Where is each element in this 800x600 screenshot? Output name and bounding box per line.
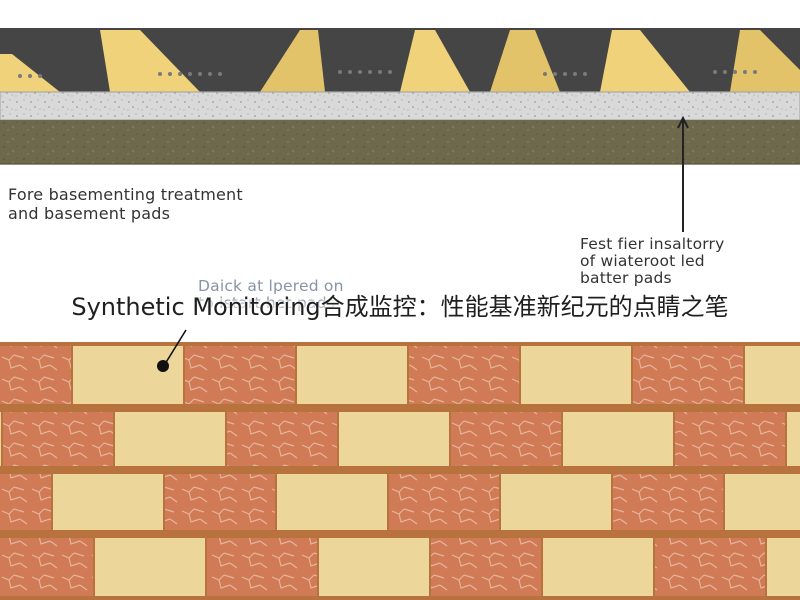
brick-crack-texture: [431, 538, 541, 596]
roof-fold: [490, 30, 560, 92]
brick-cream: [767, 538, 800, 596]
soil-layer: [0, 120, 800, 164]
brick-crack-texture: [165, 474, 275, 530]
label-basement-treatment: Fore basementing treatment and basement …: [8, 185, 243, 223]
roof-fold: [100, 30, 200, 92]
brick-crack-texture: [3, 412, 113, 466]
brick-crack-texture: [389, 474, 499, 530]
brick-cream: [95, 538, 205, 596]
brick-crack-texture: [633, 346, 743, 404]
brick-crack-texture: [185, 346, 295, 404]
brick-crack-texture: [0, 346, 71, 404]
label-line: to istart het pads: [198, 294, 336, 312]
brick-cream: [501, 474, 611, 530]
label-line: and basement pads: [8, 204, 171, 223]
brick-cream: [53, 474, 163, 530]
roof-bolt-rows: [18, 70, 757, 78]
roof-band: [0, 28, 800, 96]
roof-fold: [0, 54, 60, 92]
leader-line-middle: [164, 329, 187, 365]
label-line: Daick at lpered on: [198, 277, 344, 295]
roof-fold: [260, 30, 325, 92]
brick-cream: [73, 346, 183, 404]
brick-cream: [115, 412, 225, 466]
brick-cream: [745, 346, 800, 404]
gravel-layer: [0, 91, 800, 121]
brick-crack-texture: [0, 538, 93, 596]
brick-cream: [563, 412, 673, 466]
label-brick-pads: Daick at lpered on to istart het pads: [198, 278, 344, 312]
arrow-head-icon: [677, 115, 689, 129]
roof-fold: [730, 30, 800, 92]
brick-cream: [543, 538, 653, 596]
label-line: Fest fier insaltorry: [580, 235, 725, 253]
label-line: of wiateroot led: [580, 252, 705, 270]
brick-crack-texture: [409, 346, 519, 404]
brick-cream: [319, 538, 429, 596]
brick-cream: [0, 412, 1, 466]
brick-wall: [0, 342, 800, 600]
brick-cream: [521, 346, 631, 404]
brick-crack-texture: [451, 412, 561, 466]
brick-cream: [787, 412, 800, 466]
brick-crack-texture: [655, 538, 765, 596]
brick-crack-texture: [227, 412, 337, 466]
brick-rows: [0, 346, 800, 596]
roof-fold: [400, 30, 470, 92]
brick-cream: [277, 474, 387, 530]
label-line: batter pads: [580, 269, 672, 287]
label-line: Fore basementing treatment: [8, 185, 243, 204]
label-waterproof-pads: Fest fier insaltorry of wiateroot led ba…: [580, 236, 725, 287]
brick-cream: [725, 474, 800, 530]
roof-fold: [600, 30, 690, 92]
overlay-title: Synthetic Monitoring合成监控：性能基准新纪元的点睛之笔: [71, 292, 729, 321]
brick-cream: [339, 412, 449, 466]
leader-dot-icon: [157, 360, 169, 372]
brick-crack-texture: [0, 474, 51, 530]
brick-crack-texture: [613, 474, 723, 530]
brick-crack-texture: [675, 412, 785, 466]
brick-cream: [297, 346, 407, 404]
brick-crack-texture: [207, 538, 317, 596]
